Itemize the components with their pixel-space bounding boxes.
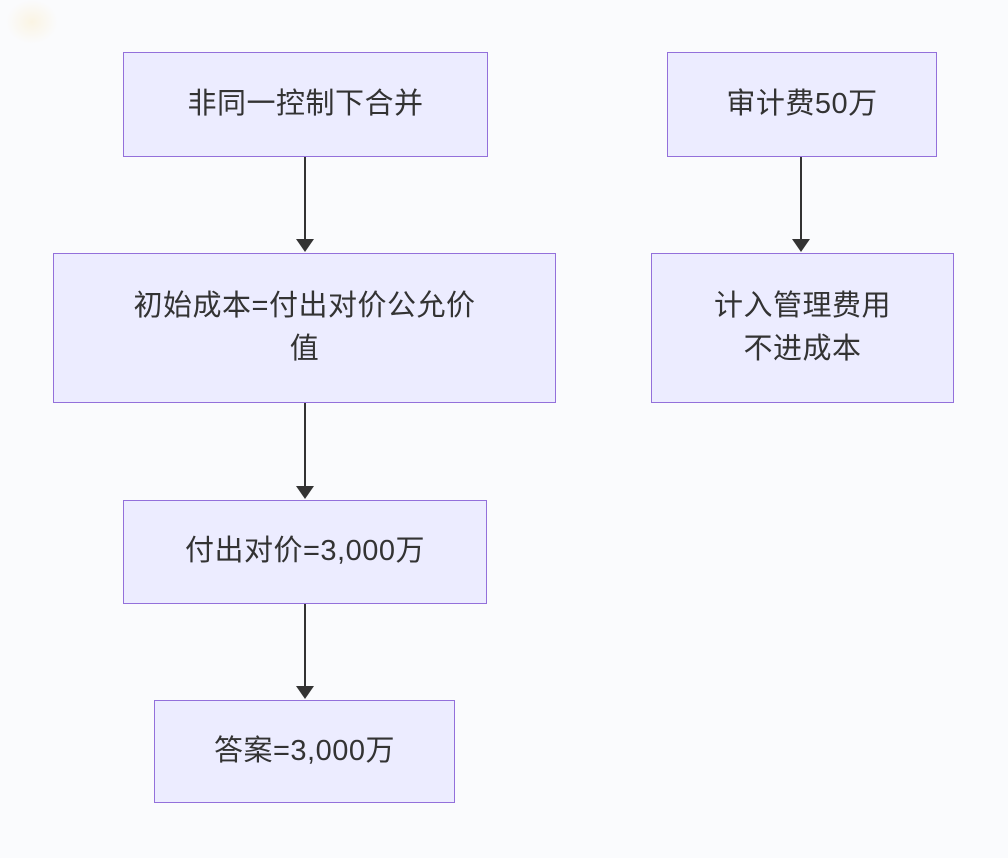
- node-label: 付出对价=3,000万: [184, 535, 425, 568]
- flow-node-consideration: 付出对价=3,000万: [123, 500, 487, 604]
- flow-node-audit-fee: 审计费50万: [667, 52, 937, 157]
- flow-node-answer: 答案=3,000万: [154, 700, 455, 803]
- node-label: 计入管理费用 不进成本: [713, 289, 891, 366]
- node-label: 初始成本=付出对价公允价 值: [133, 289, 476, 366]
- node-label: 审计费50万: [726, 87, 878, 120]
- node-label: 非同一控制下合并: [187, 87, 424, 120]
- flow-node-merger-type: 非同一控制下合并: [123, 52, 488, 157]
- flow-node-admin-expense: 计入管理费用 不进成本: [651, 253, 954, 403]
- arrow-n2-n3: [296, 403, 314, 499]
- arrow-n3-n4: [296, 604, 314, 699]
- flow-node-initial-cost: 初始成本=付出对价公允价 值: [53, 253, 556, 403]
- arrow-n1-n2: [296, 157, 314, 252]
- watermark-blob: [6, 0, 58, 44]
- node-label: 答案=3,000万: [213, 734, 395, 767]
- arrow-r1-r2: [792, 157, 810, 252]
